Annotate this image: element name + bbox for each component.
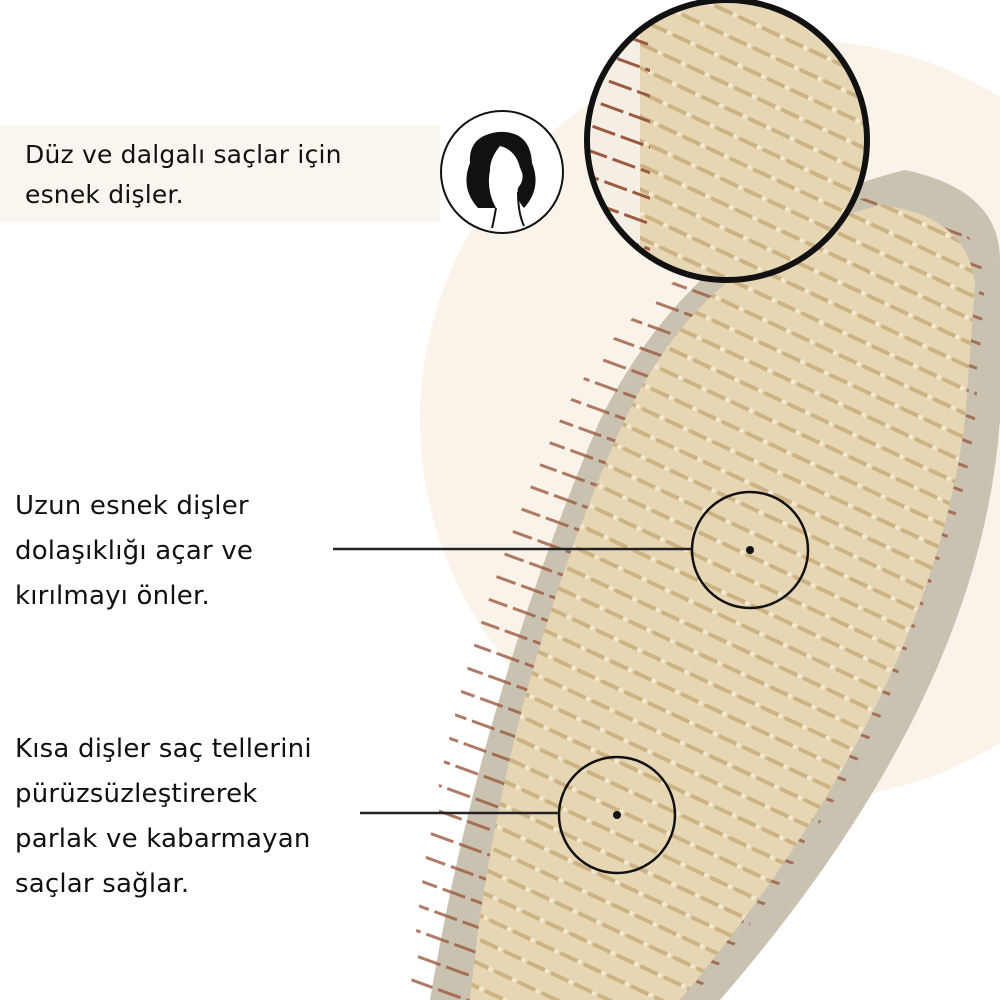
woman-wavy-hair-icon xyxy=(440,110,564,234)
magnifier-circle xyxy=(584,0,870,283)
text-line: esnek dişler. xyxy=(25,180,184,209)
callout-circle-middle xyxy=(690,490,810,610)
callout-text-long-teeth: Uzun esnek dişler dolaşıklığı açar ve kı… xyxy=(15,484,253,619)
text-line: kırılmayı önler. xyxy=(15,581,210,611)
callout-text-flexible-teeth: Düz ve dalgalı saçlar için esnek dişler. xyxy=(25,135,342,215)
top-callout-band xyxy=(0,125,440,222)
text-line: dolaşıklığı açar ve xyxy=(15,536,254,566)
text-line: Uzun esnek dişler xyxy=(15,491,249,521)
text-line: parlak ve kabarmayan xyxy=(15,824,311,854)
callout-circle-bottom xyxy=(557,755,677,875)
text-line: Düz ve dalgalı saçlar için xyxy=(25,140,342,169)
text-line: Kısa dişler saç tellerini xyxy=(15,734,312,764)
text-line: saçlar sağlar. xyxy=(15,869,190,899)
brush-teeth xyxy=(470,205,975,1000)
callout-text-short-teeth: Kısa dişler saç tellerini pürüzsüzleştir… xyxy=(15,727,312,907)
text-line: pürüzsüzleştirerek xyxy=(15,779,258,809)
